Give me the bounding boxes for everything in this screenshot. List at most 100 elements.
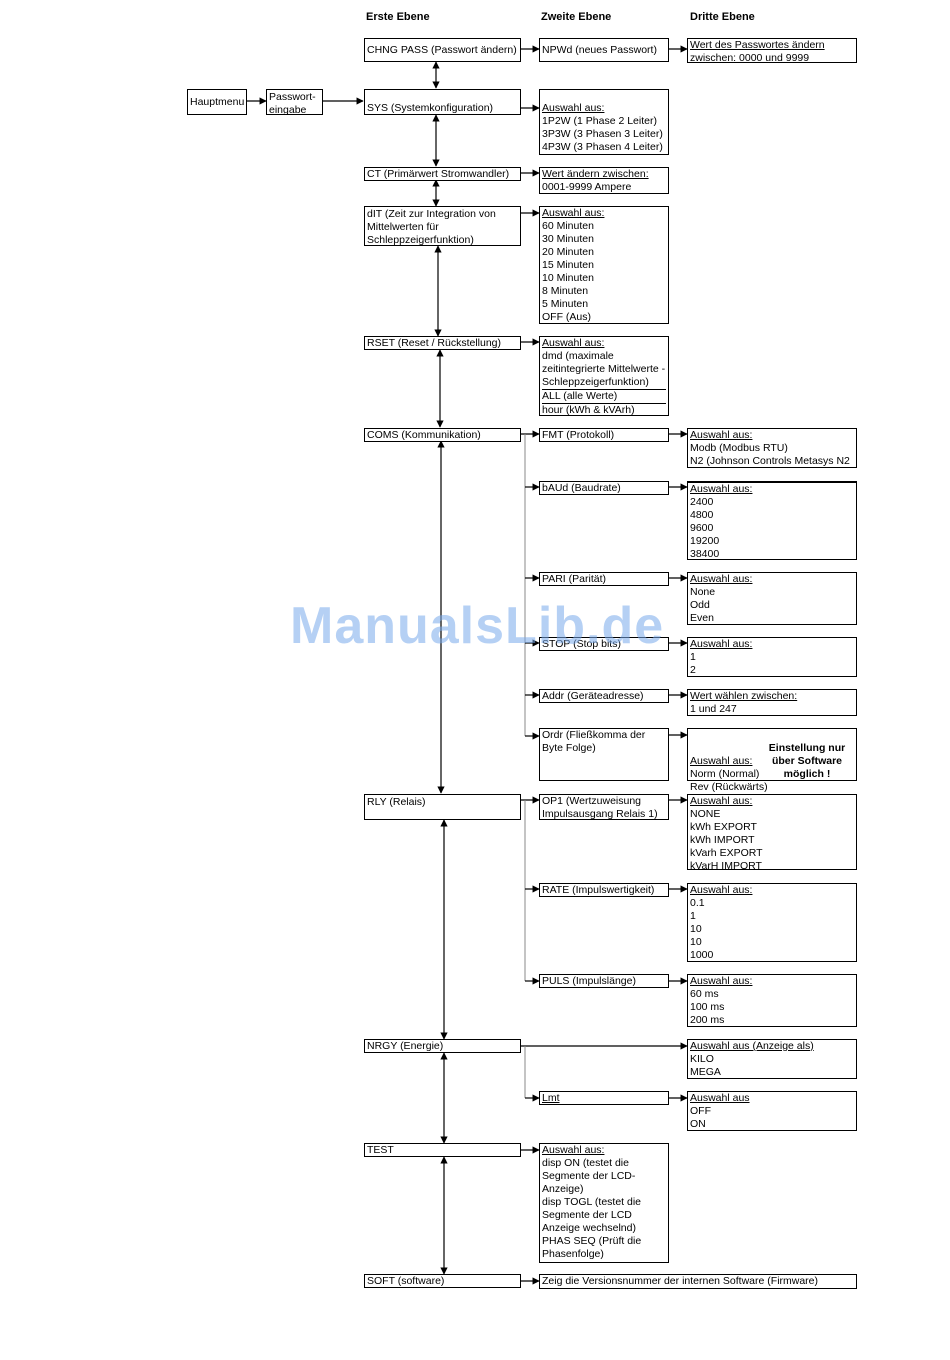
sys-option: 4P3W (3 Phasen 4 Leiter)	[542, 141, 663, 153]
password-entry-box[interactable]: Passwort- eingabe	[266, 89, 323, 116]
stop-option: 1	[690, 651, 696, 663]
menu-test[interactable]: TEST	[364, 1143, 521, 1157]
test-option-text: PHAS SEQ (Prüft die	[542, 1235, 642, 1247]
op1-option: kVarh EXPORT	[690, 847, 763, 859]
rset-options[interactable]: Auswahl aus: dmd (maximale zeitintegrier…	[539, 336, 669, 416]
rset-option-text: ALL (alle Werte)	[542, 390, 666, 404]
baud-option: 38400	[690, 548, 720, 560]
menu-ct-label: CT (Primärwert Stromwandler)	[367, 168, 510, 180]
menu-rly[interactable]: RLY (Relais)	[364, 794, 521, 820]
fmt-option: N2 (Johnson Controls Metasys N2	[690, 455, 850, 467]
ordr-options[interactable]: Auswahl aus: Norm (Normal) Rev (Rückwärt…	[687, 728, 857, 793]
menu-ordr-line: Byte Folge)	[542, 742, 596, 754]
menu-baud[interactable]: bAUd (Baudrate)	[539, 481, 669, 495]
puls-options[interactable]: Auswahl aus: 60 ms 100 ms 200 ms	[687, 974, 857, 1027]
sys-options-heading: Auswahl aus:	[542, 102, 605, 114]
lmt-options[interactable]: Auswahl aus OFF ON	[687, 1091, 857, 1131]
sys-option: 3P3W (3 Phasen 3 Leiter)	[542, 128, 663, 140]
menu-pari[interactable]: PARI (Parität)	[539, 572, 669, 586]
fmt-options-heading: Auswahl aus:	[690, 429, 753, 441]
menu-sys-label: SYS (Systemkonfiguration)	[367, 102, 494, 114]
menu-ct[interactable]: CT (Primärwert Stromwandler)	[364, 167, 521, 181]
password-value-box[interactable]: Wert des Passwortes ändern zwischen: 000…	[687, 38, 857, 64]
stop-options[interactable]: Auswahl aus: 1 2	[687, 637, 857, 677]
menu-stop[interactable]: STOP (Stop bits)	[539, 637, 669, 651]
menu-npwd[interactable]: NPWd (neues Passwort)	[539, 38, 669, 62]
menu-op1-line: OP1 (Wertzuweisung	[542, 795, 642, 807]
menu-chng-pass[interactable]: CHNG PASS (Passwort ändern)	[364, 38, 521, 62]
menu-dit[interactable]: dIT (Zeit zur Integration von Mittelwert…	[364, 206, 521, 246]
menu-op1[interactable]: OP1 (Wertzuweisung Impulsausgang Relais …	[539, 794, 669, 820]
test-option-text: disp TOGL (testet die	[542, 1196, 642, 1208]
menu-puls[interactable]: PULS (Impulslänge)	[539, 974, 669, 988]
menu-coms[interactable]: COMS (Kommunikation)	[364, 428, 521, 442]
menu-lmt[interactable]: Lmt	[539, 1091, 669, 1105]
baud-options[interactable]: Auswahl aus: 2400 4800 9600 19200 38400	[687, 481, 857, 560]
test-options[interactable]: Auswahl aus: disp ON (testet die Segment…	[539, 1143, 669, 1263]
baud-option: 4800	[690, 509, 714, 521]
ordr-options-heading: Auswahl aus:	[690, 755, 753, 767]
op1-options[interactable]: Auswahl aus: NONE kWh EXPORT kWh IMPORT …	[687, 794, 857, 872]
fmt-options[interactable]: Auswahl aus: Modb (Modbus RTU) N2 (Johns…	[687, 428, 857, 468]
dit-option: 5 Minuten	[542, 298, 589, 310]
menu-rly-label: RLY (Relais)	[367, 796, 426, 808]
baud-option: 19200	[690, 535, 720, 547]
test-option-text: Segmente der LCD	[542, 1209, 632, 1221]
baud-option: 2400	[690, 496, 714, 508]
test-option-text: disp ON (testet die	[542, 1157, 629, 1169]
op1-options-heading: Auswahl aus:	[690, 795, 753, 807]
menu-soft[interactable]: SOFT (software)	[364, 1274, 521, 1288]
rate-options[interactable]: Auswahl aus: 0.1 1 10 10 1000	[687, 883, 857, 962]
test-option-text: Phasenfolge)	[542, 1248, 604, 1260]
menu-dit-line: dIT (Zeit zur Integration von	[367, 208, 496, 220]
lmt-options-heading: Auswahl aus	[690, 1092, 750, 1104]
menu-baud-label: bAUd (Baudrate)	[542, 482, 621, 494]
dit-option: 60 Minuten	[542, 220, 594, 232]
password-value-line: zwischen: 0000 und 9999	[690, 52, 810, 64]
main-menu-box[interactable]: Hauptmenu	[187, 89, 247, 115]
pari-option: Odd	[690, 599, 710, 611]
dit-options[interactable]: Auswahl aus: 60 Minuten 30 Minuten 20 Mi…	[539, 206, 669, 324]
nrgy-options[interactable]: Auswahl aus (Anzeige als) KILO MEGA	[687, 1039, 857, 1079]
menu-rset[interactable]: RSET (Reset / Rückstellung)	[364, 336, 521, 350]
ct-options[interactable]: Wert ändern zwischen: 0001-9999 Ampere	[539, 167, 669, 194]
rate-option: 10	[690, 936, 702, 948]
nrgy-option: KILO	[690, 1053, 714, 1065]
menu-dit-line: Mittelwerten für	[367, 221, 439, 233]
rate-options-heading: Auswahl aus:	[690, 884, 753, 896]
password-value-line: Wert des Passwortes ändern	[690, 39, 825, 51]
menu-op1-line: Impulsausgang Relais 1)	[542, 808, 658, 820]
rate-option: 10	[690, 923, 702, 935]
menu-addr[interactable]: Addr (Geräteadresse)	[539, 689, 669, 703]
menu-nrgy-label: NRGY (Energie)	[367, 1040, 444, 1052]
pari-options[interactable]: Auswahl aus: None Odd Even	[687, 572, 857, 625]
menu-ordr[interactable]: Ordr (Fließkomma der Byte Folge)	[539, 728, 669, 781]
menu-rate-label: RATE (Impulswertigkeit)	[542, 884, 655, 896]
rate-option: 1	[690, 910, 696, 922]
menu-stop-label: STOP (Stop bits)	[542, 638, 621, 650]
rset-option-text: zeitintegrierte Mittelwerte -	[542, 363, 666, 375]
menu-test-label: TEST	[367, 1144, 394, 1156]
sys-options[interactable]: Auswahl aus: 1P2W (1 Phase 2 Leiter) 3P3…	[539, 89, 669, 155]
soft-info-box[interactable]: Zeig die Versionsnummer der internen Sof…	[539, 1274, 857, 1289]
menu-sys[interactable]: SYS (Systemkonfiguration)	[364, 89, 521, 115]
addr-options[interactable]: Wert wählen zwischen: 1 und 247	[687, 689, 857, 716]
menu-puls-label: PULS (Impulslänge)	[542, 975, 636, 987]
rset-option-text: hour (kWh & kVArh)	[542, 404, 635, 416]
nrgy-option: MEGA	[690, 1066, 721, 1078]
ordr-option: Norm (Normal)	[690, 768, 760, 780]
menu-dit-line: Schleppzeigerfunktion)	[367, 234, 474, 246]
addr-option-range: 1 und 247	[690, 703, 737, 715]
header-third-level: Dritte Ebene	[690, 11, 755, 23]
puls-option: 100 ms	[690, 1001, 725, 1013]
menu-fmt-label: FMT (Protokoll)	[542, 429, 615, 441]
ordr-note-line: Einstellung nur	[768, 742, 846, 754]
pari-option: Even	[690, 612, 714, 624]
menu-nrgy[interactable]: NRGY (Energie)	[364, 1039, 521, 1053]
puls-option: 60 ms	[690, 988, 719, 1000]
menu-lmt-label: Lmt	[542, 1092, 560, 1104]
menu-fmt[interactable]: FMT (Protokoll)	[539, 428, 669, 442]
menu-rate[interactable]: RATE (Impulswertigkeit)	[539, 883, 669, 897]
menu-pari-label: PARI (Parität)	[542, 573, 606, 585]
